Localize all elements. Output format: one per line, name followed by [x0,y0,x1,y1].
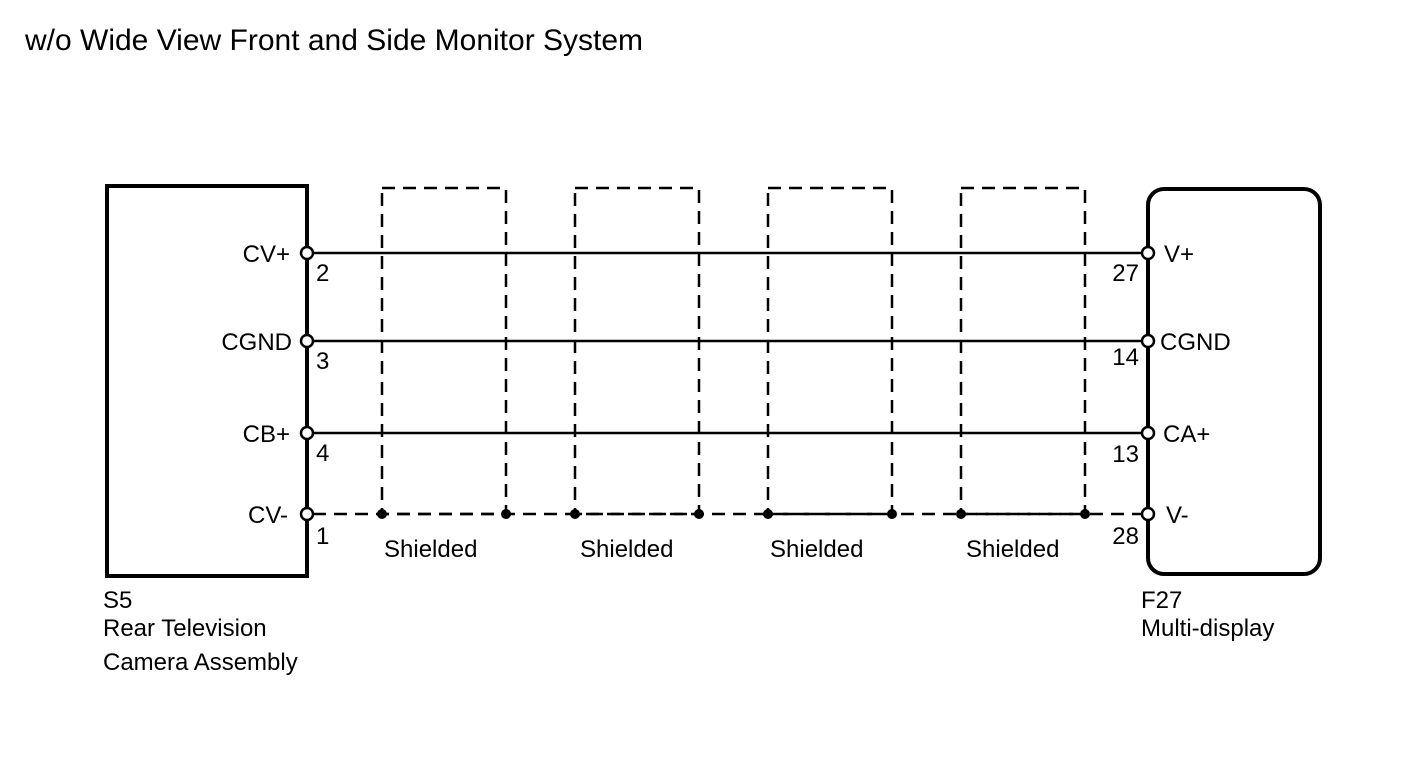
right-pin-number: 13 [1112,441,1139,468]
right-pin-number: 28 [1112,523,1139,550]
left-component-box [105,184,309,578]
right-pin-label: V- [1166,502,1189,529]
terminal-right-14 [1140,333,1156,349]
shield-box-2 [573,186,701,516]
left-terminals [299,245,315,522]
shield-box-3 [766,186,894,516]
shield-box-1 [380,186,508,516]
right-pin-label: V+ [1164,241,1194,268]
left-pin-label: CV- [248,502,288,529]
shield-junction-dots [377,509,1090,519]
left-pin-label: CV+ [243,241,290,268]
right-pin-label: CA+ [1163,421,1210,448]
left-pin-number: 1 [316,523,329,550]
terminal-right-27 [1140,245,1156,261]
left-pin-number: 2 [316,260,329,287]
terminal-left-1 [299,506,315,522]
right-terminals [1140,245,1156,522]
terminal-right-28 [1140,506,1156,522]
left-pin-label: CGND [221,329,292,356]
left-component-name: Rear Television [103,615,267,642]
terminal-left-2 [299,245,315,261]
left-pin-number: 3 [316,348,329,375]
right-pin-number: 14 [1112,344,1139,371]
shield-label: Shielded [384,536,477,563]
left-pin-label: CB+ [243,421,290,448]
terminal-left-4 [299,425,315,441]
left-component-name: Camera Assembly [103,649,298,676]
right-component-box [1146,187,1322,576]
shield-label: Shielded [580,536,673,563]
right-component-name: Multi-display [1141,615,1274,642]
terminal-right-13 [1140,425,1156,441]
left-pin-number: 4 [316,440,329,467]
shield-box-4 [959,186,1087,516]
right-pin-number: 27 [1112,260,1139,287]
shield-label: Shielded [966,536,1059,563]
terminal-left-3 [299,333,315,349]
right-pin-label: CGND [1160,329,1231,356]
shield-boxes [380,186,1087,516]
shield-label: Shielded [770,536,863,563]
diagram-title: w/o Wide View Front and Side Monitor Sys… [24,24,643,57]
left-component-code: S5 [103,587,132,614]
right-component-code: F27 [1141,587,1182,614]
